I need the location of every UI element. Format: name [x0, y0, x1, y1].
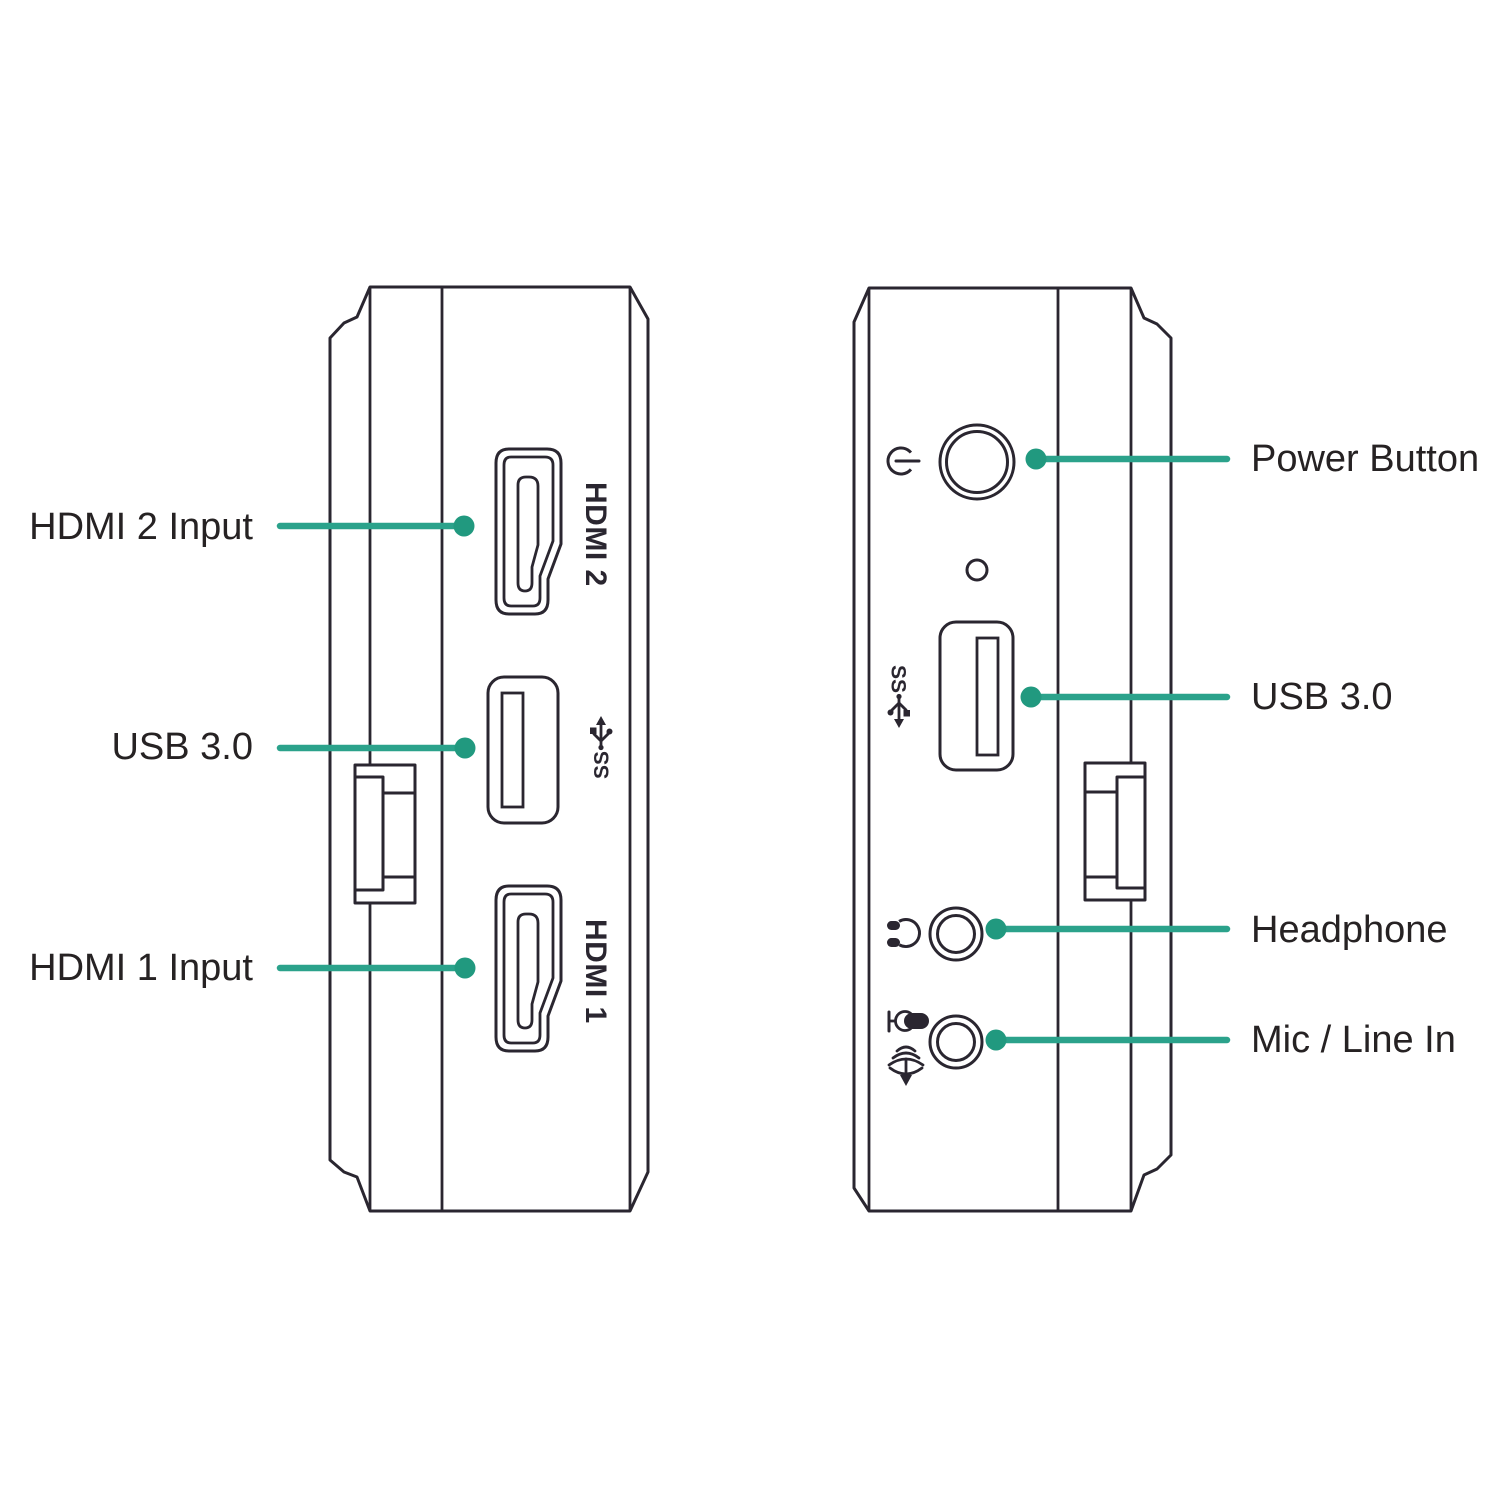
label-hdmi2-input: HDMI 2 Input: [29, 506, 253, 548]
left-device-clip: [353, 763, 417, 905]
right-device: SS: [852, 286, 1173, 1213]
right-device-clip: [1083, 761, 1147, 902]
headphone-icon: [887, 918, 921, 948]
callout-dot-mic: [985, 1029, 1007, 1051]
left-device: HDMI 2 SS: [328, 285, 650, 1213]
power-icon: [886, 446, 921, 476]
callout-lines: [276, 448, 1231, 1051]
line-in-icon: [887, 1045, 925, 1086]
led-indicator: [965, 558, 989, 582]
hdmi2-port: [494, 447, 563, 616]
left-usb-port: [486, 675, 560, 825]
label-power-button: Power Button: [1251, 438, 1480, 480]
svg-text:SS: SS: [887, 665, 910, 693]
label-hdmi1-input: HDMI 1 Input: [29, 947, 253, 989]
headphone-jack: [928, 906, 984, 962]
callout-dot-usb-left: [454, 737, 476, 759]
left-ss-usb-icon: SS: [590, 716, 614, 779]
power-button: [938, 423, 1016, 501]
hdmi1-port-label: HDMI 1: [579, 919, 612, 1024]
callout-dot-hdmi2: [453, 515, 475, 537]
label-mic-line-in: Mic / Line In: [1251, 1019, 1456, 1061]
label-usb-left: USB 3.0: [111, 726, 253, 768]
mic-icon: [887, 1010, 929, 1033]
svg-text:SS: SS: [591, 751, 614, 779]
callout-dot-hdmi1: [454, 957, 476, 979]
right-usb-port: [938, 620, 1015, 772]
callout-dot-power: [1025, 448, 1047, 470]
hdmi1-port: [494, 884, 563, 1053]
callout-dot-usb-right: [1020, 686, 1042, 708]
hdmi2-port-label: HDMI 2: [579, 482, 612, 587]
callout-dot-headphone: [985, 918, 1007, 940]
label-headphone: Headphone: [1251, 909, 1448, 951]
mic-jack: [928, 1014, 984, 1070]
label-usb-right: USB 3.0: [1251, 676, 1393, 718]
right-ss-usb-icon: SS: [887, 665, 910, 728]
